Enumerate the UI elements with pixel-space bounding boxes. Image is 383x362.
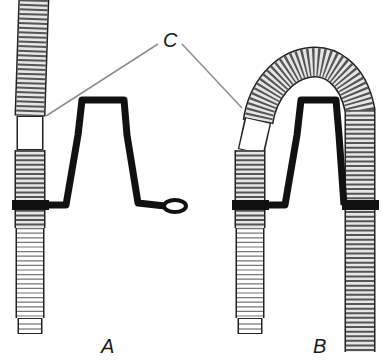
part-label: C <box>161 30 179 50</box>
hose-a <box>19 0 41 334</box>
hose-guide-b <box>232 100 379 210</box>
hose-guide-a <box>12 100 186 212</box>
leader-lines <box>46 44 242 116</box>
part-label: B <box>311 336 328 356</box>
part-label: A <box>99 336 116 356</box>
